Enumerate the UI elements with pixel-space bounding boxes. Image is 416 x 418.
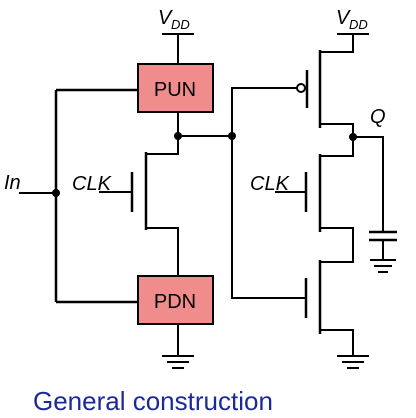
- ground-symbol-cap: [370, 259, 396, 273]
- pdn-block: [137, 275, 214, 325]
- ground-symbol-left: [162, 355, 194, 369]
- pdn-label: PDN: [154, 291, 196, 313]
- pun-block: [137, 63, 214, 113]
- vdd-sub-left: DD: [171, 17, 190, 32]
- vdd-label-left: V: [158, 7, 173, 29]
- output-label: Q: [370, 106, 386, 128]
- diagram-caption: General construction: [33, 386, 273, 416]
- pun-label: PUN: [154, 79, 196, 101]
- pmos-bubble: [296, 83, 306, 93]
- ground-symbol-right: [337, 355, 369, 369]
- clk-label-left: CLK: [72, 173, 113, 195]
- clk-label-right: CLK: [250, 173, 291, 195]
- input-label: In: [4, 172, 21, 194]
- vdd-label-right: V: [336, 7, 351, 29]
- vdd-sub-right: DD: [349, 17, 368, 32]
